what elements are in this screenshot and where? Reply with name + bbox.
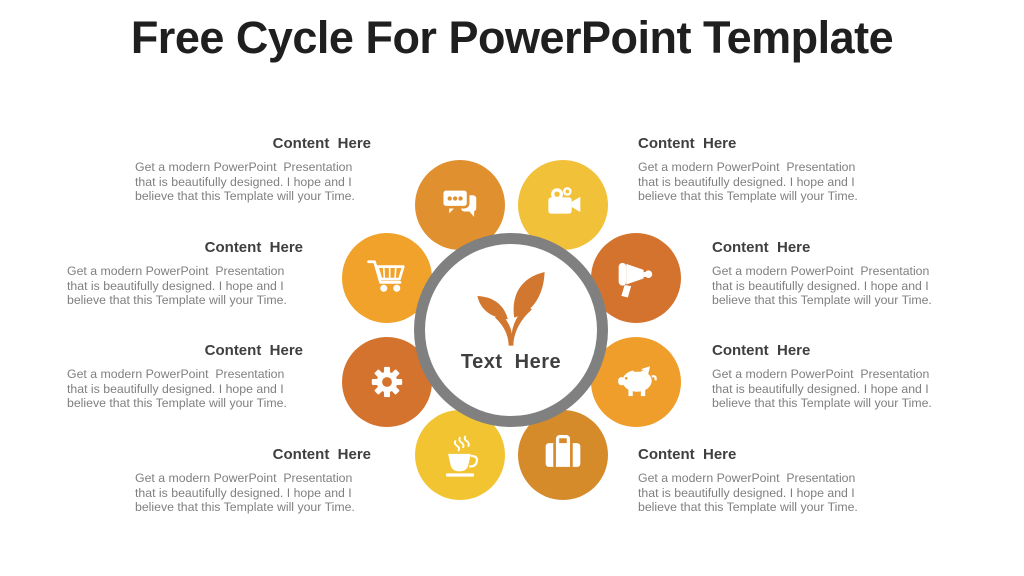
content-block-left-2: Content Here Get a modern PowerPoint Pre… [67,240,303,308]
video-camera-icon [548,187,581,214]
content-heading: Content Here [204,239,303,256]
content-block-left-4: Content Here Get a modern PowerPoint Pre… [135,447,371,515]
content-block-right-2: Content Here Get a modern PowerPoint Pre… [712,240,948,308]
shopping-cart-icon [367,260,405,292]
circle-briefcase [518,410,608,500]
center-circle: Text Here [414,233,608,427]
content-heading: Content Here [272,135,371,152]
content-body: Get a modern PowerPoint Presentation tha… [712,367,932,411]
circle-video [518,160,608,250]
content-body: Get a modern PowerPoint Presentation tha… [712,264,932,308]
content-body: Get a modern PowerPoint Presentation tha… [67,367,287,411]
center-label: Text Here [460,351,562,373]
content-body: Get a modern PowerPoint Presentation tha… [135,471,355,515]
briefcase-icon [545,434,581,467]
content-block-right-4: Content Here Get a modern PowerPoint Pre… [638,447,874,515]
circle-megaphone [591,233,681,323]
megaphone-icon [618,262,653,298]
content-heading: Content Here [712,342,811,359]
content-block-left-3: Content Here Get a modern PowerPoint Pre… [67,343,303,411]
content-heading: Content Here [712,239,811,256]
gear-icon [371,366,403,398]
circle-piggy-bank [591,337,681,427]
content-body: Get a modern PowerPoint Presentation tha… [135,160,355,204]
content-block-left-1: Content Here Get a modern PowerPoint Pre… [135,136,371,204]
content-heading: Content Here [272,446,371,463]
coffee-cup-icon [445,435,479,477]
chat-bubbles-icon [440,187,477,219]
content-block-right-1: Content Here Get a modern PowerPoint Pre… [638,136,874,204]
plant-sprout-icon [477,272,545,346]
piggy-bank-icon [618,366,657,397]
circle-chat [415,160,505,250]
slide-title: Free Cycle For PowerPoint Template [130,12,894,63]
circle-coffee [415,410,505,500]
content-body: Get a modern PowerPoint Presentation tha… [638,471,858,515]
content-body: Get a modern PowerPoint Presentation tha… [638,160,858,204]
content-heading: Content Here [638,135,737,152]
content-heading: Content Here [204,342,303,359]
content-block-right-3: Content Here Get a modern PowerPoint Pre… [712,343,948,411]
content-heading: Content Here [638,446,737,463]
content-body: Get a modern PowerPoint Presentation tha… [67,264,287,308]
